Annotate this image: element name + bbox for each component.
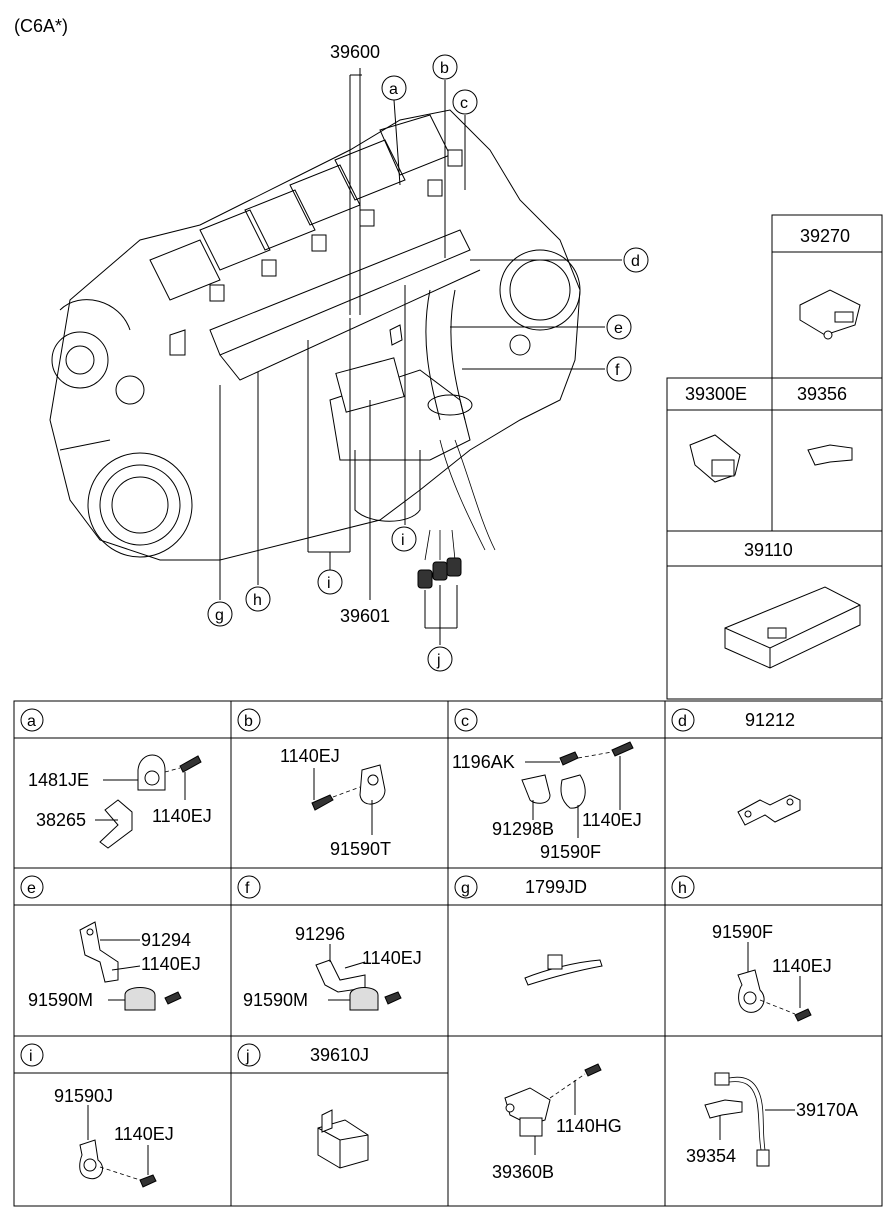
cell-l-parts: 39170A 39354 <box>686 1072 858 1167</box>
callout-h: h <box>245 586 271 612</box>
panel-39270-label: 39270 <box>800 226 850 246</box>
b-label-2: 91590T <box>330 839 391 859</box>
cell-d-letter: d <box>671 708 695 732</box>
svg-text:e: e <box>614 320 623 337</box>
svg-text:d: d <box>678 713 687 730</box>
e-label-1: 91294 <box>141 930 191 950</box>
cell-g-parts <box>524 954 603 986</box>
l-label-2: 39354 <box>686 1146 736 1166</box>
c-label-4: 91590F <box>540 842 601 862</box>
b-label-1: 1140EJ <box>280 746 340 766</box>
k-label-1: 1140HG <box>556 1116 622 1136</box>
panel-39110-label: 39110 <box>744 540 793 560</box>
harness-label: 39600 <box>330 42 380 62</box>
svg-text:g: g <box>215 607 224 624</box>
cell-k-parts: 1140HG 39360B <box>492 1063 622 1182</box>
k-label-2: 39360B <box>492 1162 554 1182</box>
cell-d-parts <box>737 794 801 826</box>
e-label-3: 91590M <box>28 990 93 1010</box>
leader-lines <box>219 68 622 645</box>
f-label-2: 1140EJ <box>362 948 422 968</box>
a-label-3: 1140EJ <box>152 806 212 826</box>
h-label-2: 1140EJ <box>772 956 832 976</box>
svg-text:h: h <box>253 592 262 609</box>
bottom-grid <box>13 700 883 1207</box>
callout-b: b <box>432 54 458 80</box>
panel-39300E-label: 39300E <box>685 384 747 404</box>
clip-39356-icon <box>807 444 853 466</box>
cell-h-letter: h <box>671 875 695 899</box>
svg-text:h: h <box>678 880 687 897</box>
svg-text:a: a <box>27 713 36 730</box>
harness-lower-label: 39601 <box>340 606 390 626</box>
svg-text:c: c <box>460 95 468 112</box>
cell-j-header: 39610J <box>310 1045 369 1065</box>
svg-text:b: b <box>440 60 449 77</box>
cell-e-parts: 91294 1140EJ 91590M <box>28 921 201 1011</box>
cell-f-parts: 91296 1140EJ 91590M <box>243 924 422 1011</box>
cell-c-letter: c <box>454 708 478 732</box>
cell-g-header: 1799JD <box>525 877 587 897</box>
cell-g-letter: g <box>454 875 478 899</box>
svg-text:j: j <box>436 652 441 669</box>
c-label-2: 91298B <box>492 819 554 839</box>
callout-e: e <box>606 314 632 340</box>
cell-h-parts: 91590F 1140EJ <box>712 922 832 1022</box>
cell-i-letter: i <box>20 1043 44 1067</box>
f-label-3: 91590M <box>243 990 308 1010</box>
svg-text:i: i <box>327 575 331 592</box>
callout-a: a <box>381 75 407 101</box>
cell-j-letter: j <box>237 1043 261 1067</box>
svg-text:b: b <box>244 713 253 730</box>
c-label-1: 1196AK <box>452 752 515 772</box>
svg-text:d: d <box>631 253 640 270</box>
engine-callouts: 39600 a b c d e f g h i i j 39601 <box>207 42 649 672</box>
l-label-1: 39170A <box>796 1100 858 1120</box>
cell-i-parts: 91590J 1140EJ <box>54 1086 174 1188</box>
callout-f: f <box>606 356 632 382</box>
svg-text:g: g <box>461 880 470 897</box>
callout-g: g <box>207 601 233 627</box>
right-panels: 39270 39300E 39356 39110 <box>666 214 883 700</box>
panel-39356-label: 39356 <box>797 384 847 404</box>
sensor-39270-icon <box>799 289 861 340</box>
callout-j: j <box>427 646 453 672</box>
cell-letters: a b c d 91212 e f g 1799JD h i j 39610J <box>20 708 795 1067</box>
cell-a-letter: a <box>20 708 44 732</box>
model-code: (C6A*) <box>14 16 68 36</box>
a-label-2: 38265 <box>36 810 86 830</box>
cell-a-parts: 1481JE 38265 1140EJ <box>28 754 212 849</box>
svg-text:j: j <box>245 1048 250 1065</box>
sensor-39300E-icon <box>689 434 741 483</box>
svg-text:i: i <box>401 532 405 549</box>
h-label-1: 91590F <box>712 922 773 942</box>
svg-text:f: f <box>245 880 250 897</box>
c-label-3: 1140EJ <box>582 810 642 830</box>
callout-i-left: i <box>317 569 343 595</box>
cell-e-letter: e <box>20 875 44 899</box>
svg-text:i: i <box>29 1048 33 1065</box>
f-label-1: 91296 <box>295 924 345 944</box>
callout-d: d <box>623 247 649 273</box>
cell-b-letter: b <box>237 708 261 732</box>
e-label-2: 1140EJ <box>141 954 201 974</box>
callout-c: c <box>452 89 478 115</box>
cell-b-parts: 1140EJ 91590T <box>280 746 391 859</box>
cell-d-header: 91212 <box>745 710 795 730</box>
a-label-1: 1481JE <box>28 770 89 790</box>
svg-text:a: a <box>389 81 398 98</box>
cell-c-parts: 1196AK 91298B 1140EJ 91590F <box>452 741 642 862</box>
svg-text:c: c <box>461 713 469 730</box>
ecu-39110-icon <box>724 586 861 669</box>
engine-illustration <box>49 109 581 589</box>
svg-text:f: f <box>615 362 620 379</box>
cell-f-letter: f <box>237 875 261 899</box>
svg-text:e: e <box>27 880 36 897</box>
i-label-1: 91590J <box>54 1086 113 1106</box>
callout-i-right: i <box>391 526 417 552</box>
cell-j-parts <box>317 1109 369 1169</box>
i-label-2: 1140EJ <box>114 1124 174 1144</box>
